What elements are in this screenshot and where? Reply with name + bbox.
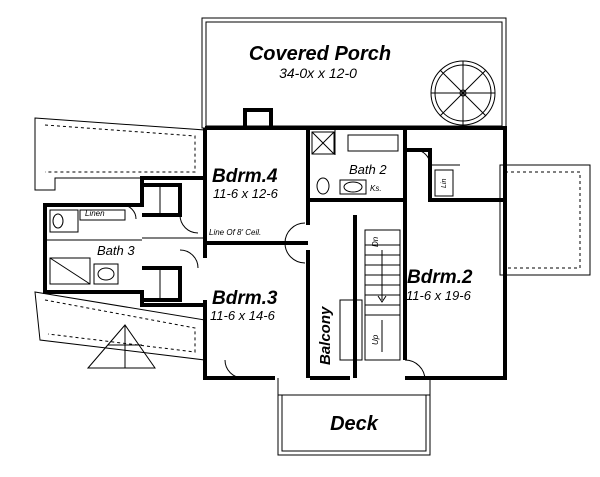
bdrm2-label: Bdrm.2 bbox=[407, 267, 473, 288]
bdrm3-dims: 11-6 x 14-6 bbox=[210, 308, 276, 323]
bath3-label: Bath 3 bbox=[97, 243, 135, 258]
bdrm2-dims: 11-6 x 19-6 bbox=[406, 288, 472, 303]
right-roof bbox=[499, 164, 591, 276]
stairs bbox=[339, 229, 401, 361]
stair-up-label: Up bbox=[371, 334, 380, 345]
covered-porch-label: Covered Porch bbox=[249, 43, 391, 65]
stair-dn-label: Dn bbox=[371, 236, 380, 247]
bdrm4-dims: 11-6 x 12-6 bbox=[213, 186, 279, 201]
bath2-label: Bath 2 bbox=[349, 162, 387, 177]
bdrm3-label: Bdrm.3 bbox=[212, 288, 278, 309]
deck: Deck bbox=[277, 378, 431, 456]
interior-walls bbox=[45, 128, 505, 378]
linen-label: Linen bbox=[85, 209, 105, 218]
spiral-stair-icon bbox=[430, 60, 496, 126]
covered-porch-dims: 34-0x x 12-0 bbox=[279, 65, 357, 81]
ceiling-note: Line Of 8' Ceil. bbox=[209, 228, 261, 237]
exterior-walls bbox=[43, 108, 507, 380]
doors bbox=[224, 359, 426, 381]
balcony-label: Balcony bbox=[317, 306, 334, 365]
covered-porch: Covered Porch 34-0x x 12-0 bbox=[201, 17, 507, 129]
deck-label: Deck bbox=[330, 413, 379, 435]
bdrm4-label: Bdrm.4 bbox=[212, 166, 278, 187]
lin-label: Lin bbox=[441, 179, 448, 188]
ks-label: Ks. bbox=[370, 184, 382, 193]
